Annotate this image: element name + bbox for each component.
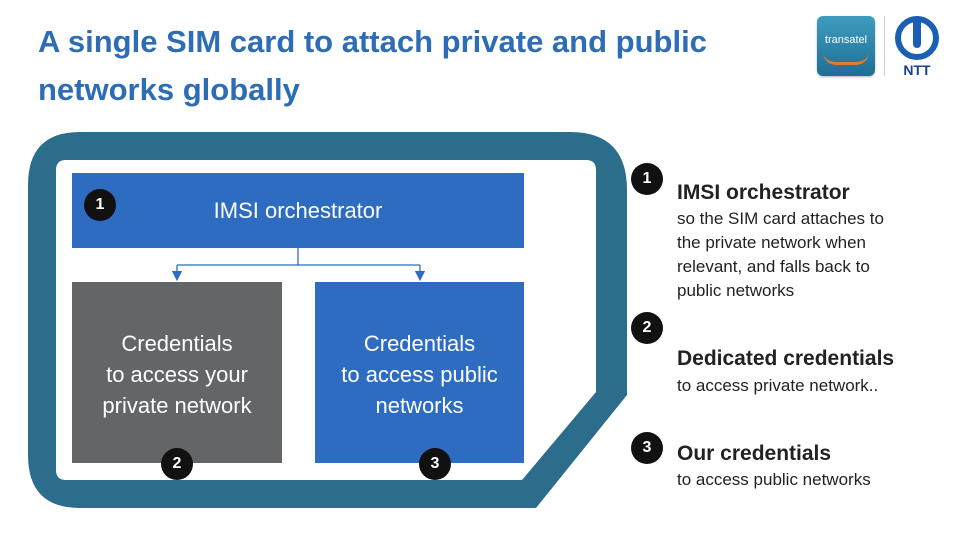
imsi-orchestrator-label: IMSI orchestrator (213, 198, 383, 223)
badge-1: 1 (84, 189, 116, 221)
slide-title-line-1: A single SIM card to attach private and … (38, 24, 707, 59)
public-credentials-line-1: Credentials (363, 331, 476, 356)
legend-desc-2-line-1: to access private network.. (677, 376, 879, 395)
slide-title-line-2: networks globally (38, 72, 300, 107)
logo-divider (884, 16, 885, 76)
public-credentials-line-3: networks (375, 393, 464, 418)
ntt-mark-icon (895, 16, 939, 60)
legend-title-2: Dedicated credentials (677, 347, 895, 370)
legend-desc-1-line-2: the private network when (677, 233, 866, 252)
ntt-logo: NTT (892, 14, 942, 80)
public-credentials-box: Credentials to access public networks (315, 282, 524, 463)
connector-lines (171, 248, 426, 282)
legend-desc-3: to access public networks (677, 468, 947, 492)
private-credentials-box: Credentials to access your private netwo… (72, 282, 282, 463)
legend-desc-2: to access private network.. (677, 374, 947, 398)
private-credentials-line-2: to access your (106, 362, 248, 387)
transatel-logo-text: transatel (824, 34, 868, 46)
legend-title-1: IMSI orchestrator (677, 181, 850, 204)
legend-desc-3-line-1: to access public networks (677, 470, 871, 489)
private-credentials-label: Credentials to access your private netwo… (72, 282, 282, 421)
legend-badge-2: 2 (631, 312, 663, 344)
public-credentials-label: Credentials to access public networks (315, 282, 524, 421)
transatel-swoosh-icon (823, 52, 869, 65)
imsi-orchestrator-box: IMSI orchestrator (72, 173, 524, 248)
slide-title: A single SIM card to attach private and … (38, 18, 798, 114)
transatel-logo: transatel (817, 16, 875, 76)
legend-badge-3: 3 (631, 432, 663, 464)
ntt-logo-text: NTT (903, 62, 931, 78)
legend-desc-1-line-1: so the SIM card attaches to (677, 209, 884, 228)
legend-badge-1: 1 (631, 163, 663, 195)
private-credentials-line-3: private network (102, 393, 252, 418)
badge-3: 3 (419, 448, 451, 480)
private-credentials-line-1: Credentials (121, 331, 233, 356)
badge-2: 2 (161, 448, 193, 480)
legend-desc-1-line-4: public networks (677, 281, 795, 300)
legend-desc-1-line-3: relevant, and falls back to (677, 257, 870, 276)
legend-title-3: Our credentials (677, 442, 832, 465)
legend-desc-1: so the SIM card attaches to the private … (677, 207, 947, 303)
public-credentials-line-2: to access public (341, 362, 498, 387)
